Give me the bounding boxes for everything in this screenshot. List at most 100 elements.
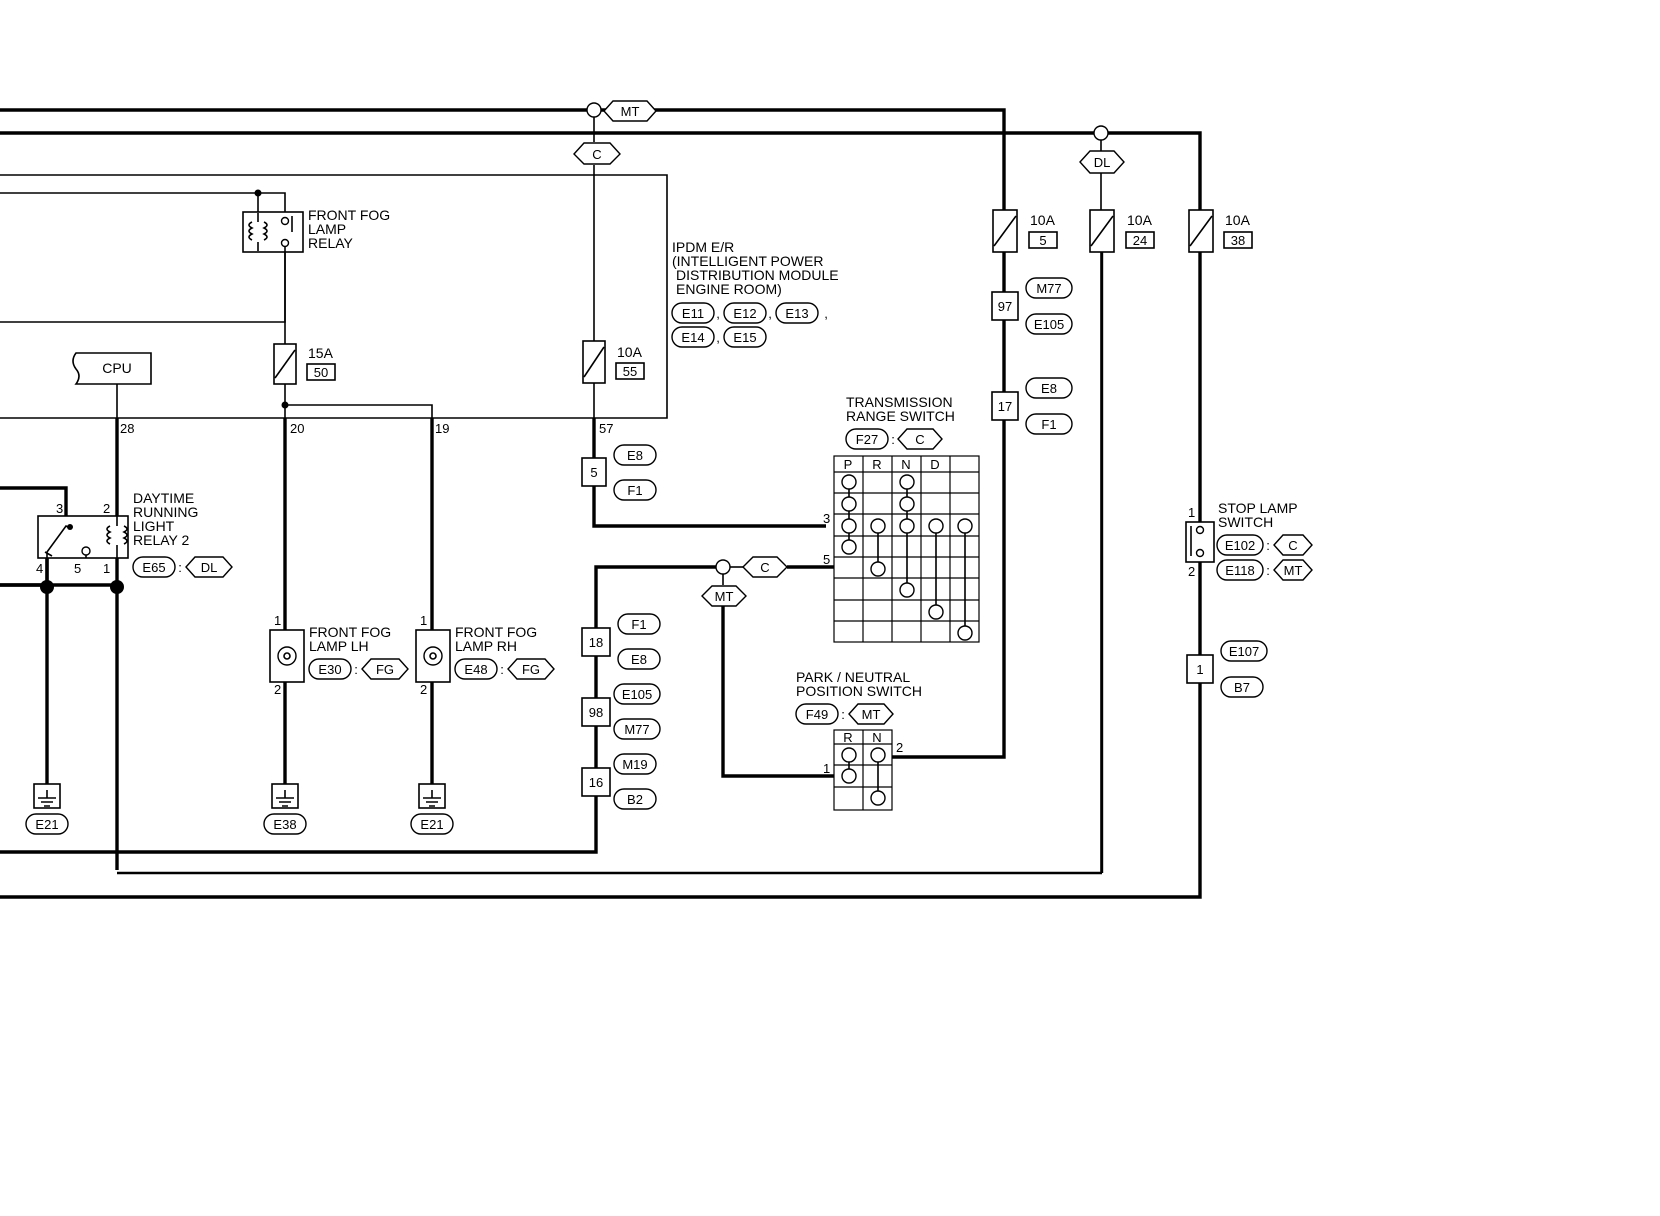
svg-text:C: C (915, 432, 924, 447)
option-badge-c-mid: C (742, 556, 788, 578)
stop-lamp-connectors: E102 : C E118 : MT (1216, 534, 1313, 581)
svg-text:C: C (1288, 538, 1297, 553)
svg-text:MT: MT (1284, 563, 1303, 578)
ground-icon (38, 790, 56, 807)
svg-text:E8: E8 (631, 652, 647, 667)
ground-e38: E38 (263, 783, 307, 835)
svg-text:E13: E13 (785, 306, 808, 321)
joint-1 (1186, 654, 1214, 684)
svg-text:,: , (768, 306, 772, 321)
pnp-connector: F49 : MT (795, 703, 894, 725)
svg-text:MT: MT (862, 707, 881, 722)
option-badge-c-top: C (573, 142, 621, 165)
svg-text:10A: 10A (1225, 212, 1251, 228)
svg-text:2: 2 (103, 501, 110, 516)
fog-relay-label-2: LAMP (308, 221, 346, 237)
fog-lh-connector: E30 : FG (308, 658, 409, 680)
ipdm-label-4: ENGINE ROOM) (676, 281, 782, 297)
svg-text:E15: E15 (733, 330, 756, 345)
svg-text:E8: E8 (627, 448, 643, 463)
svg-text:D: D (930, 457, 939, 472)
svg-text:1: 1 (1188, 505, 1195, 520)
ipdm-connectors: E11 , E12 , E13 , E14 , E15 (671, 302, 828, 348)
cpu-block (72, 352, 152, 385)
svg-text::: : (841, 707, 845, 722)
svg-text:E107: E107 (1229, 644, 1259, 659)
svg-text:FRONT FOG: FRONT FOG (309, 624, 391, 640)
svg-text:1: 1 (823, 761, 830, 776)
svg-text:19: 19 (435, 421, 449, 436)
svg-text:RELAY 2: RELAY 2 (133, 532, 190, 548)
ground-icon (423, 790, 441, 807)
svg-text:R: R (843, 730, 852, 745)
joint-18 (581, 627, 611, 657)
ipdm-label-3: DISTRIBUTION MODULE (676, 267, 839, 283)
svg-text:DL: DL (201, 560, 218, 575)
svg-text:RUNNING: RUNNING (133, 504, 198, 520)
ground-e21-left: E21 (25, 783, 69, 835)
svg-text:E14: E14 (681, 330, 704, 345)
svg-text:2: 2 (274, 682, 281, 697)
fog-relay-label-1: FRONT FOG (308, 207, 390, 223)
ipdm-label-2: (INTELLIGENT POWER (672, 253, 823, 269)
bus-wire-main (0, 131, 1202, 210)
wire-pnp-to-fuse5 (892, 420, 1006, 759)
svg-text:38: 38 (1231, 233, 1245, 248)
svg-text:18: 18 (589, 635, 603, 650)
option-badge-mt-top: MT (603, 100, 657, 122)
svg-text:3: 3 (56, 501, 63, 516)
svg-text:FRONT FOG: FRONT FOG (455, 624, 537, 640)
svg-text:F1: F1 (627, 483, 642, 498)
wire-57-to-trs (592, 418, 826, 528)
svg-text:,: , (716, 330, 720, 345)
svg-text:DL: DL (1094, 155, 1111, 170)
svg-text:B7: B7 (1234, 680, 1250, 695)
transmission-range-switch: P R N D (833, 455, 980, 643)
trs-connector: F27 : C (845, 428, 943, 450)
svg-text:5: 5 (823, 552, 830, 567)
svg-text:55: 55 (623, 364, 637, 379)
park-neutral-position-switch: R N (833, 729, 893, 811)
svg-text:2: 2 (1188, 564, 1195, 579)
svg-text:1: 1 (103, 561, 110, 576)
joint-5 (581, 457, 607, 487)
svg-text:20: 20 (290, 421, 304, 436)
svg-text:2: 2 (896, 740, 903, 755)
svg-text:,: , (824, 306, 828, 321)
svg-text:10A: 10A (617, 344, 643, 360)
svg-text:LAMP RH: LAMP RH (455, 638, 517, 654)
svg-text::: : (1266, 538, 1270, 553)
svg-text:POSITION SWITCH: POSITION SWITCH (796, 683, 922, 699)
fog-rh-connector: E48 : FG (454, 658, 555, 680)
drl-wire-3 (0, 486, 68, 516)
svg-text:57: 57 (599, 421, 613, 436)
joint-98 (581, 697, 611, 727)
svg-text:M77: M77 (624, 722, 649, 737)
svg-text:E12: E12 (733, 306, 756, 321)
lamp-bulb-icon (423, 646, 443, 666)
svg-text:E8: E8 (1041, 381, 1057, 396)
svg-text:1: 1 (274, 613, 281, 628)
svg-text:,: , (716, 306, 720, 321)
svg-text:E102: E102 (1225, 538, 1255, 553)
svg-text:5: 5 (590, 465, 597, 480)
svg-text:E118: E118 (1225, 563, 1254, 578)
option-badge-mt-mid: MT (701, 585, 747, 607)
svg-text:CPU: CPU (102, 360, 132, 376)
svg-text:5: 5 (74, 561, 81, 576)
svg-text:P: P (844, 457, 853, 472)
lamp-bulb-icon (277, 646, 297, 666)
svg-text:RANGE SWITCH: RANGE SWITCH (846, 408, 955, 424)
splice-mt (586, 102, 602, 118)
svg-text:TRANSMISSION: TRANSMISSION (846, 394, 953, 410)
svg-text:E48: E48 (464, 662, 487, 677)
option-badge-dl: DL (1079, 150, 1125, 174)
svg-text:98: 98 (589, 705, 603, 720)
svg-text:E21: E21 (420, 817, 443, 832)
svg-text:1: 1 (1196, 662, 1203, 677)
svg-text:DAYTIME: DAYTIME (133, 490, 194, 506)
svg-text:2: 2 (420, 682, 427, 697)
svg-text:97: 97 (998, 299, 1012, 314)
svg-text:N: N (901, 457, 910, 472)
wire-stop-lamp (0, 252, 1202, 899)
